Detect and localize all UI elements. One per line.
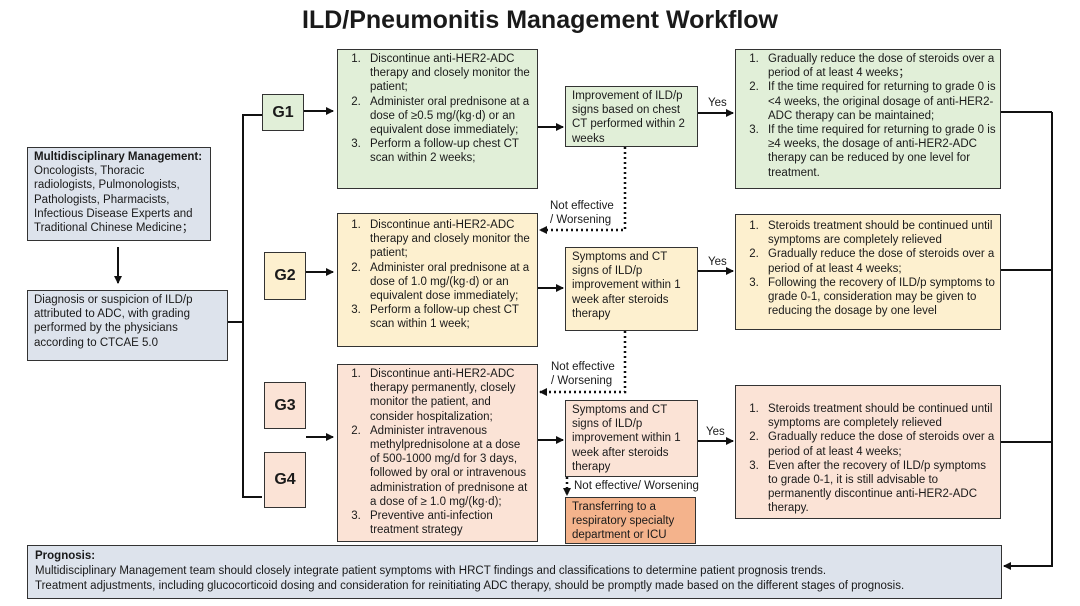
- transfer-box: Transferring to a respiratory specialty …: [565, 497, 696, 544]
- g1-step: Discontinue anti-HER2-ADC therapy and cl…: [364, 52, 533, 95]
- g2-check-text: Symptoms and CT signs of ILD/p improveme…: [572, 251, 681, 320]
- g2-outcome-item: Steroids treatment should be continued u…: [762, 219, 996, 247]
- g1-step: Perform a follow-up chest CT scan within…: [364, 137, 533, 165]
- prognosis-line: Treatment adjustments, including glucoco…: [35, 580, 905, 592]
- g1-outcome-item: If the time required for returning to gr…: [762, 123, 996, 180]
- g34-outcome-item: Even after the recovery of ILD/p symptom…: [762, 459, 996, 516]
- diagnosis-text: Diagnosis or suspicion of ILD/p attribut…: [34, 294, 193, 349]
- transfer-text: Transferring to a respiratory specialty …: [572, 501, 675, 542]
- grade-g1: G1: [262, 94, 304, 131]
- not-effective-line: / Worsening: [550, 214, 612, 226]
- mdt-box: Multidisciplinary Management: Oncologist…: [27, 147, 211, 241]
- yes-label-g2: Yes: [708, 256, 727, 268]
- prognosis-box: Prognosis: Multidisciplinary Management …: [27, 545, 1002, 599]
- g1-steps-box: Discontinue anti-HER2-ADC therapy and cl…: [337, 49, 538, 189]
- g2-outcome-item: Following the recovery of ILD/p symptoms…: [762, 276, 996, 319]
- grade-g2: G2: [264, 252, 306, 300]
- not-effective-label-1: Not effective / Worsening: [550, 199, 614, 227]
- page-title: ILD/Pneumonitis Management Workflow: [302, 6, 778, 34]
- g2-outcome-item: Gradually reduce the dose of steroids ov…: [762, 247, 996, 275]
- g2-step: Perform a follow-up chest CT scan within…: [364, 303, 533, 331]
- diagnosis-box: Diagnosis or suspicion of ILD/p attribut…: [27, 290, 228, 361]
- g34-check-text: Symptoms and CT signs of ILD/p improveme…: [572, 404, 681, 473]
- mdt-body: Oncologists, Thoracic radiologists, Pulm…: [34, 165, 194, 235]
- not-effective-line: Not effective: [550, 200, 614, 212]
- g34-step: Preventive anti-infection treatment stra…: [364, 509, 533, 537]
- g1-outcome-item: Gradually reduce the dose of steroids ov…: [762, 52, 996, 80]
- g34-step: Administer intravenous methylprednisolon…: [364, 424, 533, 509]
- g34-steps-box: Discontinue anti-HER2-ADC therapy perman…: [337, 364, 538, 542]
- g34-step: Discontinue anti-HER2-ADC therapy perman…: [364, 367, 533, 424]
- g34-outcome-item: Gradually reduce the dose of steroids ov…: [762, 430, 996, 458]
- g2-step: Discontinue anti-HER2-ADC therapy and cl…: [364, 218, 533, 261]
- yes-label-g1: Yes: [708, 97, 727, 109]
- g2-outcome-box: Steroids treatment should be continued u…: [735, 214, 1001, 330]
- g1-check-text: Improvement of ILD/p signs based on ches…: [572, 90, 685, 145]
- g2-check-box: Symptoms and CT signs of ILD/p improveme…: [565, 247, 698, 331]
- not-effective-label-2: Not effective / Worsening: [551, 360, 615, 388]
- grade-g3: G3: [264, 382, 306, 429]
- grade-g4: G4: [264, 452, 306, 508]
- mdt-heading: Multidisciplinary Management:: [34, 151, 203, 163]
- g2-step: Administer oral prednisone at a dose of …: [364, 261, 533, 304]
- g34-check-box: Symptoms and CT signs of ILD/p improveme…: [565, 400, 698, 477]
- g2-steps-box: Discontinue anti-HER2-ADC therapy and cl…: [337, 213, 538, 347]
- not-effective-line: / Worsening: [551, 375, 613, 387]
- g1-outcome-box: Gradually reduce the dose of steroids ov…: [735, 49, 1001, 189]
- g34-outcome-item: Steroids treatment should be continued u…: [762, 402, 996, 430]
- yes-label-g34: Yes: [706, 426, 725, 438]
- not-effective-label-3: Not effective/ Worsening: [574, 480, 699, 492]
- g1-outcome-item: If the time required for returning to gr…: [762, 80, 996, 123]
- not-effective-line: Not effective: [551, 361, 615, 373]
- g1-step: Administer oral prednisone at a dose of …: [364, 95, 533, 138]
- g1-check-box: Improvement of ILD/p signs based on ches…: [565, 86, 698, 147]
- prognosis-line: Multidisciplinary Management team should…: [35, 565, 827, 577]
- g34-outcome-box: Steroids treatment should be continued u…: [735, 385, 1001, 519]
- prognosis-heading: Prognosis:: [35, 550, 96, 562]
